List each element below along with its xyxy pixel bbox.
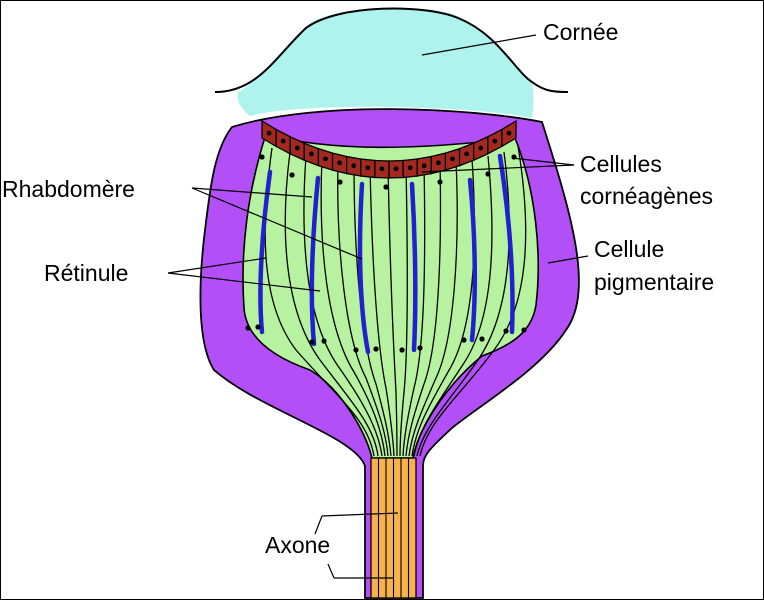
label-corneagen-2: cornéagènes: [580, 183, 713, 209]
cornea-shape: [237, 7, 534, 118]
corneagenous-nucleus: [280, 138, 286, 144]
corneagenous-nucleus: [351, 163, 357, 169]
corneagenous-nucleus: [379, 166, 385, 172]
corneagenous-nucleus: [323, 156, 328, 162]
nuclei: [245, 154, 527, 353]
corneagenous-nucleus: [393, 166, 399, 172]
corneagenous-nucleus: [464, 151, 470, 157]
axon-bundle: [370, 457, 417, 599]
label-axon: Axone: [265, 532, 330, 558]
retinula-fibres: [264, 145, 527, 457]
label-rhabdomere: Rhabdomère: [2, 176, 135, 202]
label-cornea: Cornée: [543, 19, 618, 45]
corneagenous-nucleus: [450, 156, 455, 162]
corneagenous-nucleus: [421, 163, 427, 169]
label-corneagen-1: Cellules: [580, 151, 662, 177]
rhabdomeres: [258, 153, 515, 355]
corneagenous-cells: [261, 119, 517, 179]
corneagenous-nucleus: [266, 130, 272, 136]
corneagenous-nucleus: [478, 145, 484, 151]
cornea-outline: [214, 7, 569, 93]
corneagenous-nucleus: [407, 165, 413, 171]
corneagenous-nucleus: [492, 138, 498, 144]
corneagenous-nucleus: [337, 160, 343, 166]
corneagenous-nucleus: [365, 165, 371, 171]
label-retinula: Rétinule: [44, 260, 128, 286]
corneagenous-nucleus: [506, 130, 512, 136]
leader-lines: [167, 34, 589, 579]
corneagenous-nucleus: [435, 160, 441, 166]
label-pigment-2: pigmentaire: [594, 269, 714, 295]
corneagenous-nucleus: [294, 145, 300, 151]
corneagenous-nucleus: [308, 151, 314, 157]
label-pigment-1: Cellule: [594, 236, 664, 262]
